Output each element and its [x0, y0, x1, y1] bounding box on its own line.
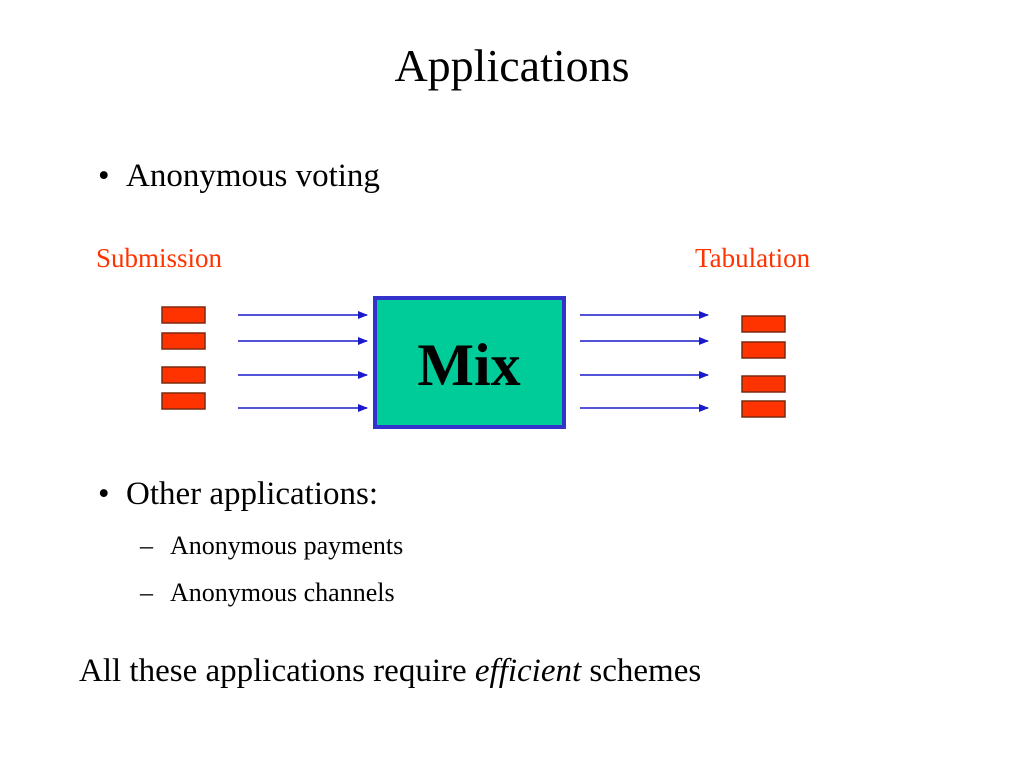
submission-ballot [161, 332, 206, 350]
tabulation-ballot [741, 341, 786, 359]
bullet-mark: • [98, 158, 110, 194]
slide-title: Applications [394, 40, 630, 91]
sub-bullet-text: Anonymous payments [170, 531, 404, 560]
bullet-text: Other applications: [126, 476, 379, 512]
dash-mark: – [140, 531, 153, 560]
tabulation-ballot [741, 400, 786, 418]
dash-mark: – [140, 578, 153, 607]
mix-label: Mix [417, 332, 520, 398]
bullet-anonymous-voting: • Anonymous voting [98, 156, 380, 196]
submission-ballot [161, 366, 206, 384]
tabulation-ballot [741, 315, 786, 333]
submission-ballot [161, 392, 206, 410]
mix-box [373, 296, 566, 429]
conclusion-emphasis: efficient [474, 653, 582, 689]
sub-bullet-text: Anonymous channels [170, 578, 395, 607]
submission-ballot [161, 306, 206, 324]
sub-bullet-anonymous-channels: –Anonymous channels [140, 577, 395, 609]
tabulation-label: Tabulation [695, 243, 811, 273]
bullet-mark: • [98, 476, 110, 512]
bullet-text: Anonymous voting [126, 158, 380, 194]
bullet-other-applications: • Other applications: [98, 474, 378, 514]
conclusion-text-start: All these applications require [79, 653, 475, 689]
tabulation-ballot [741, 375, 786, 393]
conclusion-statement: All these applications require efficient… [79, 651, 701, 691]
sub-bullet-anonymous-payments: –Anonymous payments [140, 530, 403, 562]
conclusion-text-end: schemes [581, 653, 702, 689]
submission-label: Submission [96, 243, 223, 273]
